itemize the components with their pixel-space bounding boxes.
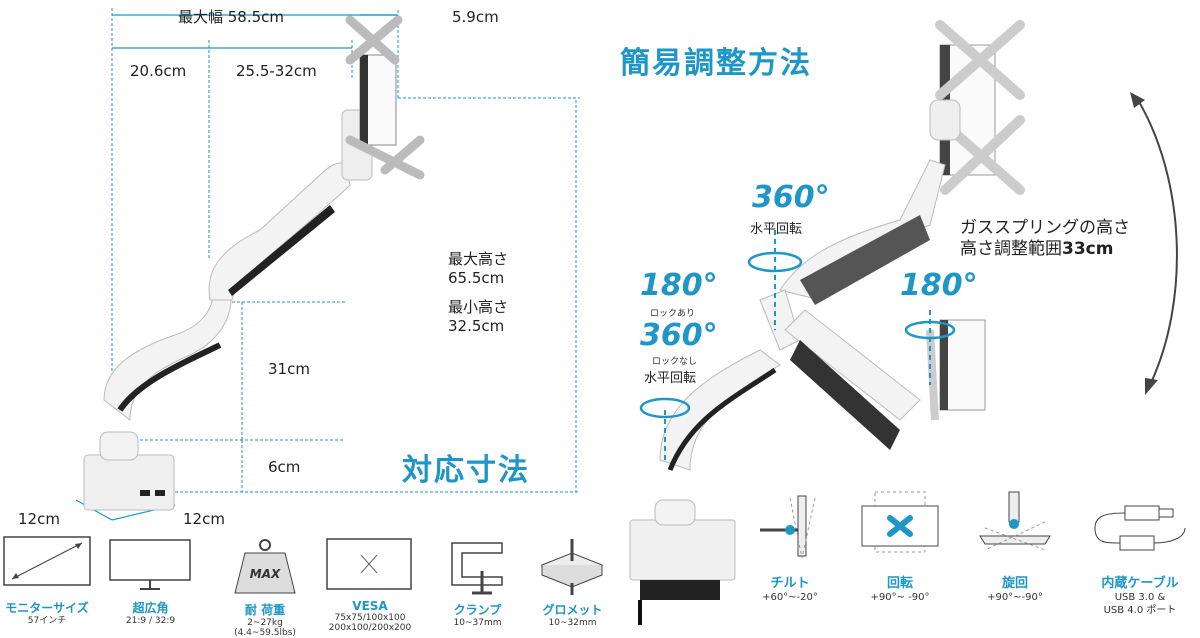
ultrawide-monitor-icon	[109, 539, 191, 590]
svg-text:MAX: MAX	[250, 567, 281, 581]
base-tilt-degree: 180°	[640, 268, 718, 303]
base-rotation-label: 水平回転	[644, 371, 697, 386]
base-rotation-degree: 360°	[640, 318, 718, 353]
rotation-arrows	[639, 251, 956, 419]
monitor-arm-illustration	[83, 15, 425, 511]
adjustment-drawing	[629, 20, 1178, 625]
spec-row: モニターサイズ 57インチ 超広角 21:9 / 32:9 MAX 耐 荷重 2…	[0, 535, 620, 638]
mid-height-label: 31cm	[268, 360, 310, 378]
width-b-label: 25.5-32cm	[236, 62, 317, 80]
base-rotation-note: ロックなし	[652, 357, 698, 367]
swivel-icon	[979, 491, 1051, 551]
dimension-drawing	[75, 8, 580, 521]
vesa-icon	[326, 538, 412, 590]
monitor-arm-illustration-right	[629, 20, 1025, 625]
spec-clamp: クランプ 10~37mm	[440, 535, 515, 628]
base-depth-label: 12cm	[18, 510, 60, 528]
feature-rotate: 回転 +90°~ -90°	[850, 488, 950, 604]
max-width-label: 最大幅 58.5cm	[178, 8, 285, 26]
spec-load: MAX 耐 荷重 2~27kg (4.4~59.5lbs)	[225, 535, 305, 638]
base-tilt-note: ロックあり	[650, 309, 696, 319]
max-height-label: 最大高さ 65.5cm	[448, 250, 509, 287]
width-a-label: 20.6cm	[130, 62, 187, 80]
usb-cable-icon	[1094, 505, 1186, 551]
base-height-label: 6cm	[268, 458, 301, 476]
monitor-diagonal-icon	[3, 536, 91, 586]
tilt-icon	[760, 495, 816, 559]
top-rotation-degree: 360°	[752, 180, 830, 215]
spec-monitor-size: モニターサイズ 57インチ	[2, 535, 92, 626]
feature-swivel: 旋回 +90°~-90°	[965, 488, 1065, 604]
gas-spring-text: ガススプリングの高さ 高さ調整範囲33cm	[960, 218, 1130, 259]
feature-row: チルト +60°~-20° 回転 +90°~ -90° 旋回 +90°~-90°…	[740, 488, 1200, 628]
base-width-label: 12cm	[183, 510, 225, 528]
grommet-icon	[540, 539, 604, 595]
clamp-icon	[451, 542, 503, 595]
spec-vesa: VESA 75x75/100x100 200x100/200x200	[325, 535, 415, 633]
adjustment-title: 簡易調整方法	[620, 46, 812, 81]
spec-ultrawide: 超広角 21:9 / 32:9	[108, 535, 193, 626]
plate-size-label: 5.9cm	[452, 8, 499, 26]
spec-grommet: グロメット 10~32mm	[530, 535, 615, 628]
min-height-label: 最小高さ 32.5cm	[448, 298, 509, 335]
top-rotation-label: 水平回転	[750, 222, 803, 237]
feature-tilt: チルト +60°~-20°	[740, 488, 840, 604]
rotate-icon	[861, 491, 939, 553]
height-arrow	[1137, 99, 1178, 386]
dimensions-title: 対応寸法	[402, 453, 530, 488]
weight-icon: MAX	[234, 539, 296, 594]
head-rotation-degree: 180°	[900, 268, 978, 303]
feature-cable: 内蔵ケーブル USB 3.0 & USB 4.0 ポート	[1085, 488, 1195, 617]
